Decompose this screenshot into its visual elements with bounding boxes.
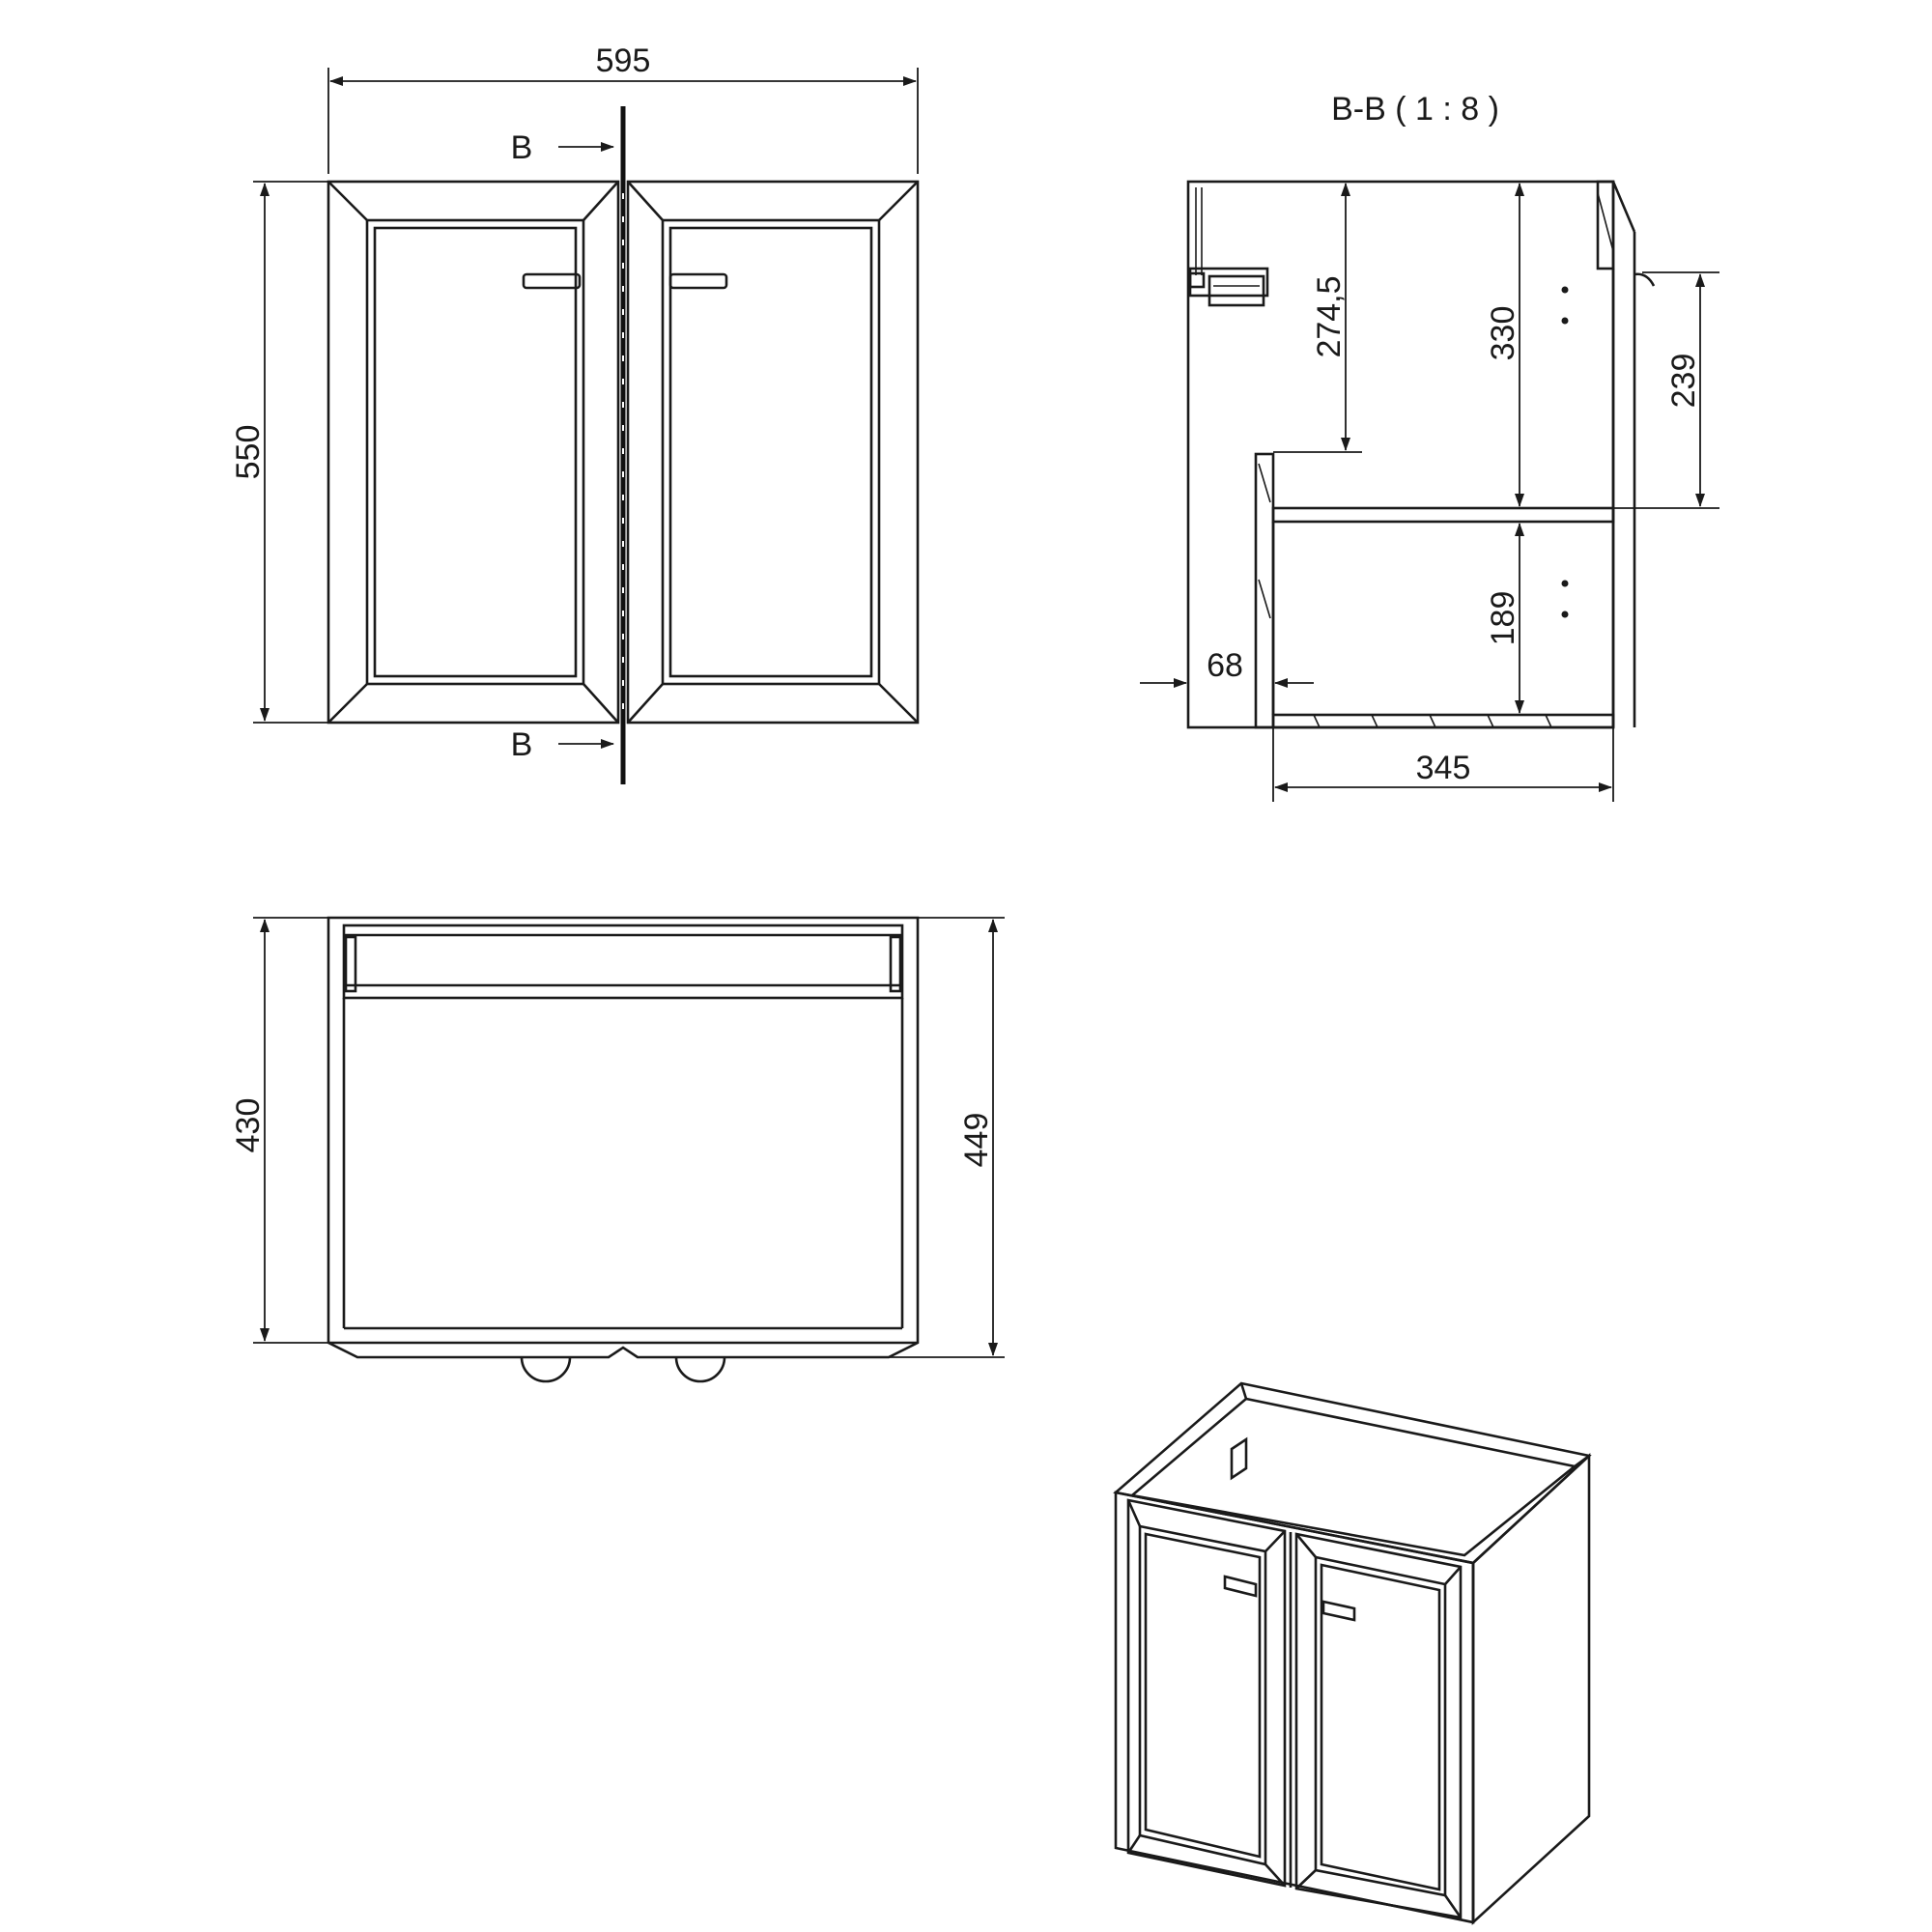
right-door [626,180,920,724]
dimension-449-label: 449 [958,1113,995,1168]
isometric-view [1113,1381,1592,1925]
section-title: B-B ( 1 : 8 ) [1331,91,1499,128]
section-mark-bottom: B [511,726,533,763]
left-knob [520,1356,572,1383]
section-outline [1186,180,1615,729]
iso-right-door [1294,1532,1463,1919]
top-view-outline [327,916,920,1359]
dimension-189-label: 189 [1485,591,1521,646]
dimension-595: 595 [327,43,919,174]
section-handle [1634,272,1656,287]
dimension-189: 189 [1485,523,1524,714]
dimension-550: 550 [230,181,328,724]
dimension-330: 330 [1485,183,1524,507]
section-mark-top: B [511,129,533,166]
dimension-550-label: 550 [230,425,267,480]
iso-left-door [1126,1498,1287,1888]
hinge-icon [1188,267,1269,307]
iso-hinge-icon [1230,1436,1248,1481]
dimension-68: 68 [1140,647,1314,688]
right-knob [674,1356,726,1383]
left-door [327,180,620,724]
right-handle [668,272,728,290]
dimension-239: 239 [1613,271,1719,509]
dimension-345: 345 [1272,727,1614,802]
top-view: 430 449 [230,916,1005,1383]
dimension-239-label: 239 [1665,354,1702,409]
iso-right-handle [1321,1600,1356,1622]
dimension-274-5: 274,5 [1273,183,1362,453]
dimension-274-5-label: 274,5 [1311,275,1348,357]
dimension-345-label: 345 [1416,750,1471,786]
left-handle [522,272,582,290]
iso-left-handle [1223,1575,1258,1598]
dimension-449: 449 [889,917,1005,1358]
dimension-595-label: 595 [596,43,651,79]
section-cut-line: B B [511,106,626,784]
front-view: 595 550 [230,43,920,784]
dimension-330-label: 330 [1485,306,1521,361]
dimension-68-label: 68 [1207,647,1243,684]
drawer [1254,452,1615,729]
section-view: B-B ( 1 : 8 ) [1140,91,1719,802]
dimension-430: 430 [230,917,328,1344]
dimension-430-label: 430 [230,1098,267,1153]
